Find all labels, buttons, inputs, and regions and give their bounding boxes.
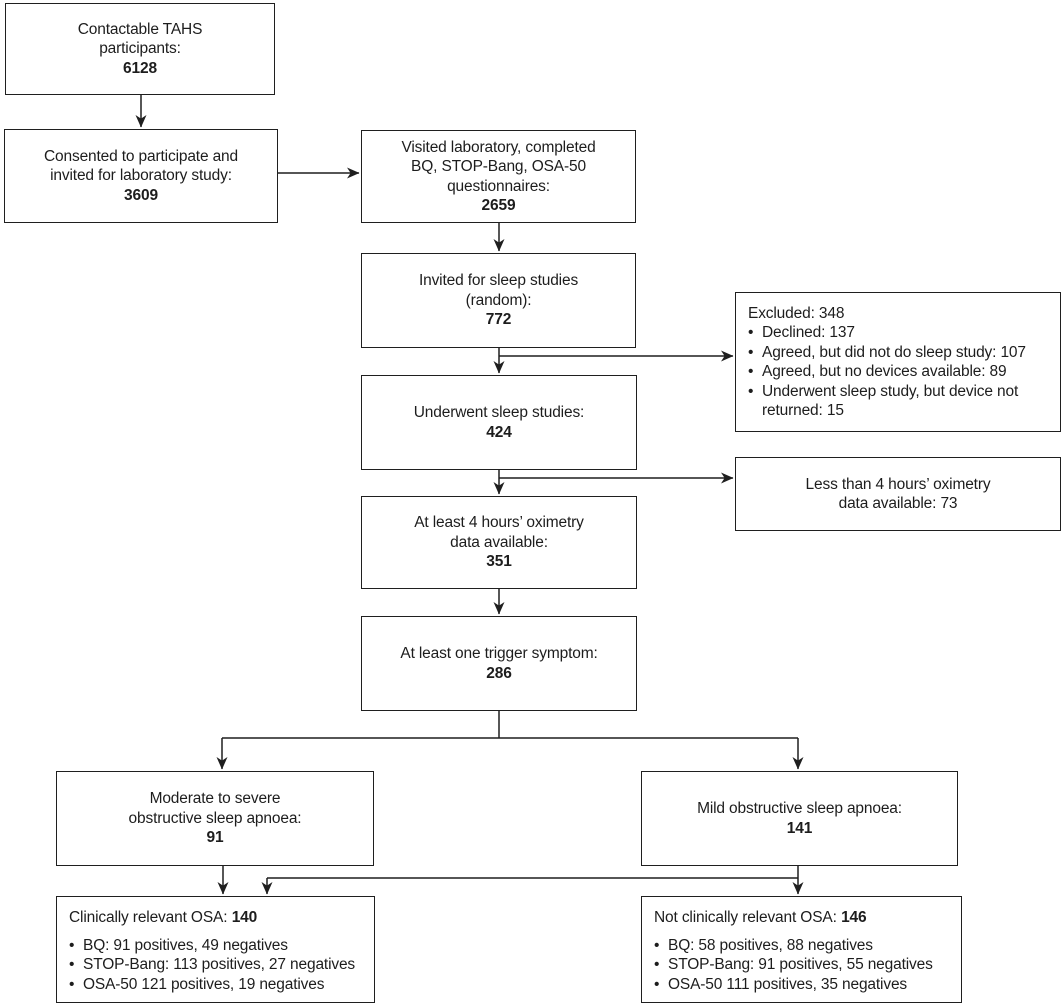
node-text-line: data available: <box>450 533 548 551</box>
list-item: • STOP-Bang: 113 positives, 27 negatives <box>69 956 356 973</box>
node-count: 6128 <box>123 59 157 77</box>
bullet-glyph: • <box>69 975 75 993</box>
node-text-line: Mild obstructive sleep apnoea: <box>697 800 902 817</box>
node-moderate-severe-osa: Moderate to severe obstructive sleep apn… <box>56 771 374 866</box>
node-text-line: Invited for sleep studies <box>418 272 579 290</box>
node-invited-sleep-studies: Invited for sleep studies (random): 772 <box>361 253 636 348</box>
list-item: • OSA-50 111 positives, 35 negatives <box>654 975 908 993</box>
node-text-line: BQ, STOP-Bang, OSA-50 <box>411 158 586 175</box>
node-count: 351 <box>486 553 512 571</box>
node-title: Clinically relevant OSA:140 <box>69 909 258 926</box>
node-mild-osa: Mild obstructive sleep apnoea: 141 <box>641 771 958 866</box>
list-item: • BQ: 91 positives, 49 negatives <box>69 936 288 954</box>
list-item: • BQ: 58 positives, 88 negatives <box>654 936 873 954</box>
node-text-line: questionnaires: <box>447 177 550 195</box>
node-text-line: invited for laboratory study: <box>50 167 232 185</box>
node-text-line: Moderate to severe <box>149 790 281 808</box>
node-text-line: Consented to participate and <box>44 147 238 165</box>
node-text-line: At least one trigger symptom: <box>400 645 598 662</box>
list-item: • STOP-Bang: 91 positives, 55 negatives <box>654 956 933 973</box>
bullet-glyph: • <box>748 343 754 361</box>
node-count: 91 <box>206 829 224 847</box>
node-underwent-sleep-studies: Underwent sleep studies: 424 <box>361 375 637 470</box>
list-item: • Agreed, but no devices available: 89 <box>748 363 1007 380</box>
excluded-title: Excluded: 348 <box>748 304 845 322</box>
node-at-least-4h-oximetry: At least 4 hours’ oximetry data availabl… <box>361 496 637 589</box>
bullet-glyph: • <box>748 382 754 400</box>
node-text-line: participants: <box>99 40 181 58</box>
bullet-glyph: • <box>654 956 660 973</box>
node-text-line: data available: 73 <box>838 495 958 512</box>
list-item: • Agreed, but did not do sleep study: 10… <box>748 343 1026 361</box>
node-text-line: At least 4 hours’ oximetry <box>414 514 584 532</box>
bullet-glyph: • <box>748 363 754 380</box>
bullet-glyph: • <box>654 975 660 993</box>
node-text-line: obstructive sleep apnoea: <box>128 809 302 827</box>
node-text-line: Visited laboratory, completed <box>401 138 596 156</box>
node-count: 424 <box>486 423 512 441</box>
node-count: 3609 <box>124 186 158 204</box>
list-item: • Underwent sleep study, but device not … <box>748 382 1019 420</box>
list-item: • Declined: 137 <box>748 324 855 341</box>
node-contactable-participants: Contactable TAHS participants: 6128 <box>5 3 275 95</box>
node-text-line: Contactable TAHS <box>77 20 203 38</box>
node-count: 140 <box>231 909 258 926</box>
node-clinically-relevant-osa: Clinically relevant OSA:140 • BQ: 91 pos… <box>56 896 375 1003</box>
node-count: 141 <box>786 819 813 837</box>
node-text-line: Less than 4 hours’ oximetry <box>805 475 991 493</box>
node-count: 2659 <box>481 197 516 214</box>
bullet-glyph: • <box>748 324 754 341</box>
node-excluded: Excluded: 348 • Declined: 137 • Agreed, … <box>735 292 1061 432</box>
bullet-glyph: • <box>654 936 660 954</box>
node-text-line: (random): <box>465 291 532 309</box>
node-less-than-4h-oximetry: Less than 4 hours’ oximetry data availab… <box>735 457 1061 531</box>
node-count: 286 <box>486 664 512 682</box>
list-item: • OSA-50 121 positives, 19 negatives <box>69 975 325 993</box>
node-count: 772 <box>485 311 512 329</box>
node-text-line: Underwent sleep studies: <box>413 404 585 421</box>
node-count: 146 <box>841 909 867 926</box>
node-title: Not clinically relevant OSA:146 <box>654 909 867 926</box>
node-consented: Consented to participate and invited for… <box>4 129 278 223</box>
node-trigger-symptom: At least one trigger symptom: 286 <box>361 616 637 711</box>
node-visited-laboratory: Visited laboratory, completed BQ, STOP-B… <box>361 130 636 223</box>
node-not-clinically-relevant-osa: Not clinically relevant OSA:146 • BQ: 58… <box>641 896 962 1003</box>
bullet-glyph: • <box>69 956 75 973</box>
bullet-glyph: • <box>69 936 75 954</box>
